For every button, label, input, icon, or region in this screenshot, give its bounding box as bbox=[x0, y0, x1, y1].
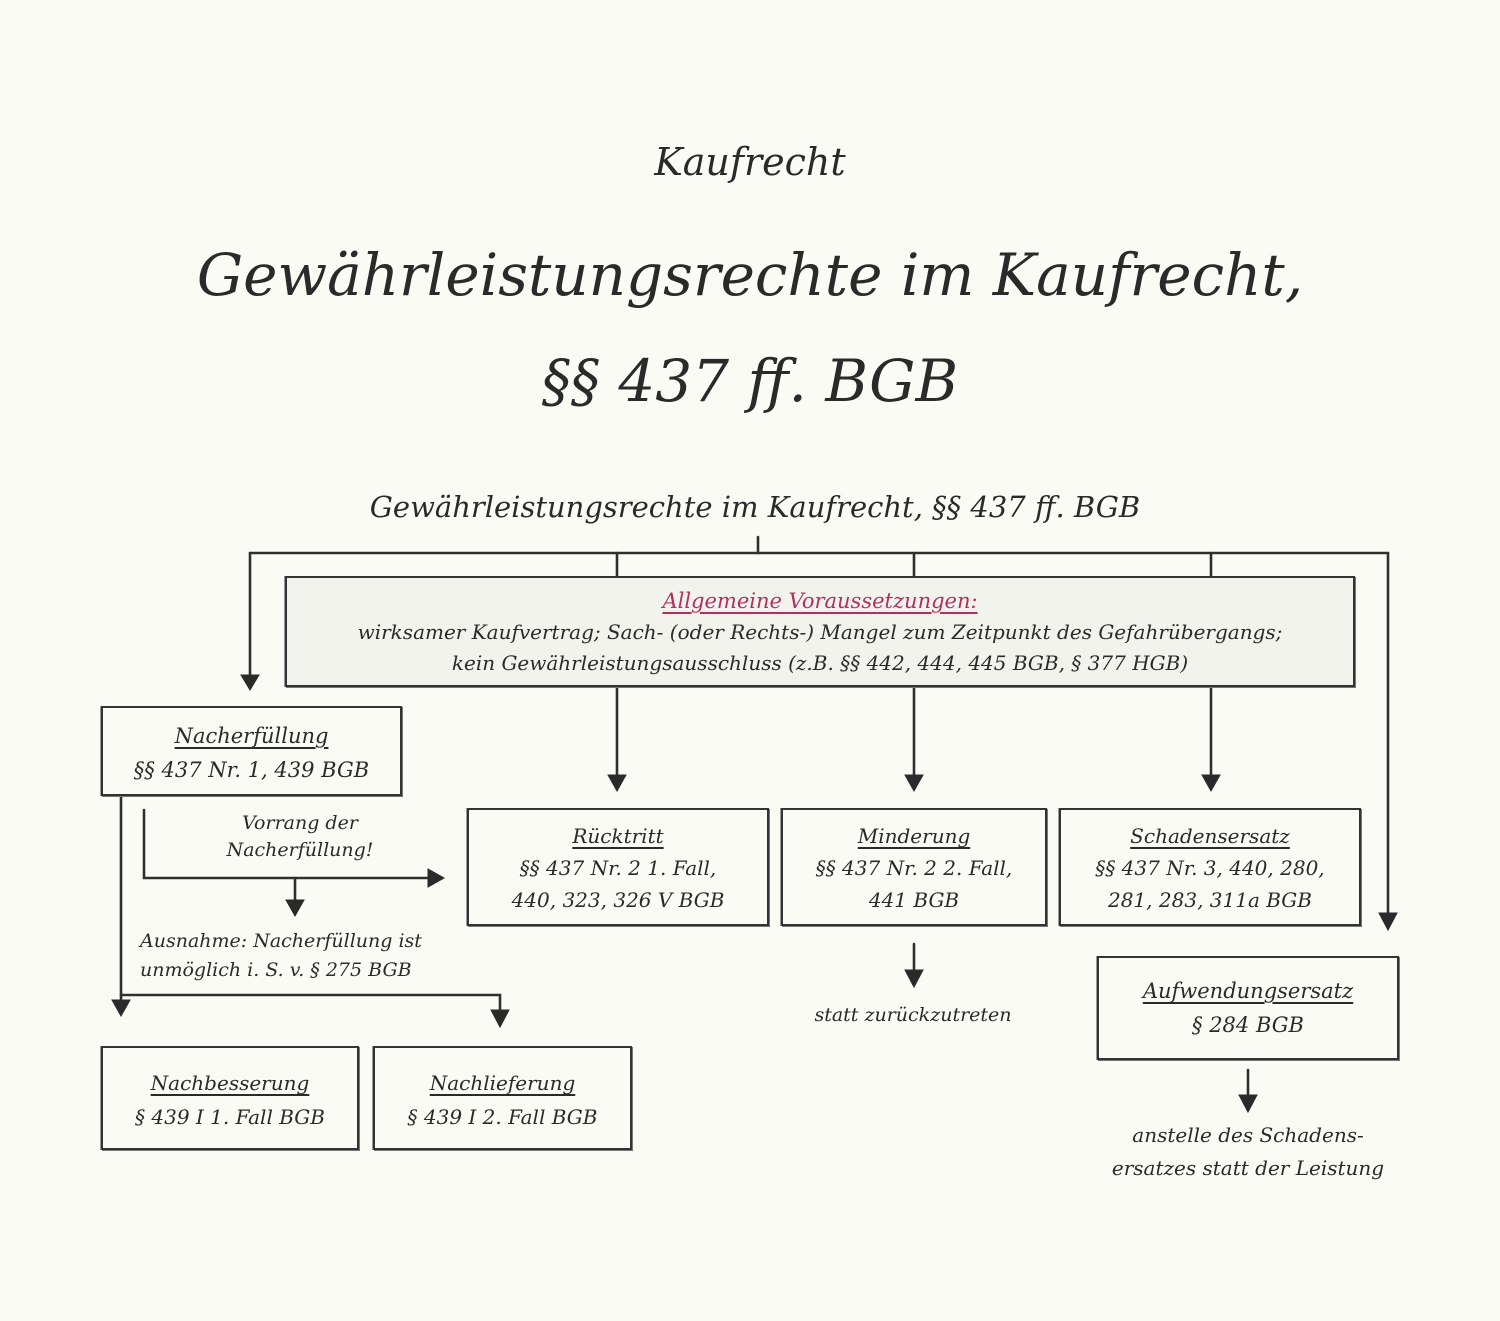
nachbesserung-box: Nachbesserung § 439 I 1. Fall BGB bbox=[101, 1046, 359, 1150]
arrow-aufwendung-note bbox=[1238, 1094, 1258, 1114]
ruecktritt-reference-1: §§ 437 Nr. 2 1. Fall, bbox=[519, 856, 717, 880]
title-line-2: §§ 437 ff. BGB bbox=[541, 347, 959, 415]
minderung-box: Minderung §§ 437 Nr. 2 2. Fall, 441 BGB bbox=[781, 808, 1047, 926]
minderung-reference-2: 441 BGB bbox=[868, 888, 960, 912]
note-vorrang-line-1: Vorrang der bbox=[242, 812, 358, 834]
arrow-nachbesserung bbox=[111, 999, 131, 1018]
title-line-1: Gewährleistungsrechte im Kaufrecht, bbox=[196, 241, 1304, 309]
schadensersatz-reference-1: §§ 437 Nr. 3, 440, 280, bbox=[1095, 856, 1325, 880]
arrow-nacherfuellung bbox=[240, 674, 260, 691]
note-aufwendung-line-1: anstelle des Schadens- bbox=[1132, 1123, 1364, 1147]
ruecktritt-heading: Rücktritt bbox=[572, 824, 664, 848]
aufwendungsersatz-box: Aufwendungsersatz § 284 BGB bbox=[1097, 956, 1399, 1060]
arrow-minderung bbox=[904, 774, 924, 793]
note-vorrang-line-2: Nacherfüllung! bbox=[226, 839, 374, 861]
connector-vorrang bbox=[142, 808, 432, 880]
arrow-nachlieferung bbox=[490, 1009, 510, 1029]
note-minderung: statt zurückzutreten bbox=[814, 1004, 1012, 1026]
arrow-ruecktritt bbox=[607, 774, 627, 793]
page-title: Gewährleistungsrechte im Kaufrecht, §§ 4… bbox=[0, 222, 1500, 434]
schadensersatz-reference-2: 281, 283, 311a BGB bbox=[1108, 888, 1312, 912]
nachbesserung-reference: § 439 I 1. Fall BGB bbox=[135, 1105, 325, 1129]
note-ausnahme-line-2: unmöglich i. S. v. § 275 BGB bbox=[140, 959, 412, 981]
arrow-vorrang bbox=[427, 868, 446, 888]
nachbesserung-heading: Nachbesserung bbox=[150, 1071, 310, 1095]
note-aufwendung-line-2: ersatzes statt der Leistung bbox=[1111, 1156, 1385, 1180]
ruecktritt-reference-2: 440, 323, 326 V BGB bbox=[511, 888, 725, 912]
schadensersatz-box: Schadensersatz §§ 437 Nr. 3, 440, 280, 2… bbox=[1059, 808, 1361, 926]
nacherfuellung-box: Nacherfüllung §§ 437 Nr. 1, 439 BGB bbox=[101, 706, 402, 796]
nacherfuellung-heading: Nacherfüllung bbox=[174, 724, 329, 748]
note-vorrang: Vorrang der Nacherfüllung! bbox=[185, 810, 415, 864]
nachlieferung-reference: § 439 I 2. Fall BGB bbox=[407, 1105, 598, 1129]
minderung-reference-1: §§ 437 Nr. 2 2. Fall, bbox=[815, 856, 1013, 880]
aufwendungsersatz-reference: § 284 BGB bbox=[1192, 1013, 1304, 1037]
arrow-schadensersatz bbox=[1201, 774, 1221, 793]
note-ausnahme: Ausnahme: Nacherfüllung ist unmöglich i.… bbox=[140, 927, 470, 985]
diagram-title: Gewährleistungsrechte im Kaufrecht, §§ 4… bbox=[369, 490, 1141, 524]
ruecktritt-box: Rücktritt §§ 437 Nr. 2 1. Fall, 440, 323… bbox=[467, 808, 769, 926]
page-subject: Kaufrecht bbox=[654, 140, 846, 184]
requirements-line-2: kein Gewährleistungsausschluss (z.B. §§ … bbox=[451, 651, 1189, 675]
requirements-box: Allgemeine Voraussetzungen: wirksamer Ka… bbox=[285, 576, 1355, 687]
arrow-ausnahme bbox=[285, 899, 305, 918]
note-ausnahme-line-1: Ausnahme: Nacherfüllung ist bbox=[140, 930, 422, 952]
nachlieferung-box: Nachlieferung § 439 I 2. Fall BGB bbox=[373, 1046, 632, 1150]
minderung-heading: Minderung bbox=[857, 824, 971, 848]
nachlieferung-heading: Nachlieferung bbox=[429, 1071, 576, 1095]
arrow-aufwendungsersatz bbox=[1378, 912, 1398, 932]
connector-nachlieferung bbox=[119, 993, 502, 1012]
note-aufwendung: anstelle des Schadens- ersatzes statt de… bbox=[1080, 1119, 1416, 1185]
arrow-minderung-note bbox=[904, 969, 924, 989]
aufwendungsersatz-heading: Aufwendungsersatz bbox=[1142, 979, 1354, 1003]
requirements-heading: Allgemeine Voraussetzungen: bbox=[662, 589, 978, 613]
nacherfuellung-reference: §§ 437 Nr. 1, 439 BGB bbox=[133, 758, 370, 782]
schadensersatz-heading: Schadensersatz bbox=[1130, 824, 1290, 848]
requirements-line-1: wirksamer Kaufvertrag; Sach- (oder Recht… bbox=[357, 620, 1283, 644]
